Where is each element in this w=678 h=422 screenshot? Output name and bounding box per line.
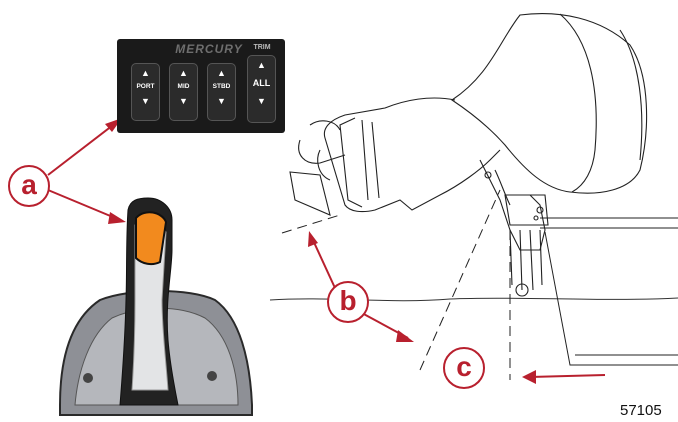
outboard-engine — [290, 14, 647, 296]
stbd-trim-button[interactable]: ▲ STBD ▼ — [207, 63, 236, 121]
mid-trim-button[interactable]: ▲ MID ▼ — [169, 63, 198, 121]
all-button-label: ALL — [248, 70, 275, 96]
callout-b: b — [327, 281, 369, 323]
arrow-down-icon: ▼ — [132, 96, 159, 106]
arrow-up-icon: ▲ — [208, 68, 235, 78]
arrow-down-icon: ▼ — [208, 96, 235, 106]
arrow-up-icon: ▲ — [170, 68, 197, 78]
trim-keypad: MERCURY TRIM ▲ PORT ▼ ▲ MID ▼ ▲ STBD ▼ ▲… — [117, 39, 285, 133]
port-button-label: PORT — [132, 78, 159, 96]
figure-number: 57105 — [620, 402, 662, 419]
stbd-button-label: STBD — [208, 78, 235, 96]
all-trim-button[interactable]: ▲ ALL ▼ — [247, 55, 276, 123]
callout-c: c — [443, 347, 485, 389]
keypad-trim-label: TRIM — [248, 44, 276, 51]
arrow-up-icon: ▲ — [132, 68, 159, 78]
boat-hull — [540, 218, 678, 365]
mid-button-label: MID — [170, 78, 197, 96]
callout-a: a — [8, 165, 50, 207]
arrow-down-icon: ▼ — [170, 96, 197, 106]
port-trim-button[interactable]: ▲ PORT ▼ — [131, 63, 160, 121]
arrow-down-icon: ▼ — [248, 96, 275, 106]
trim-button — [136, 212, 166, 264]
arrow-up-icon: ▲ — [248, 60, 275, 70]
